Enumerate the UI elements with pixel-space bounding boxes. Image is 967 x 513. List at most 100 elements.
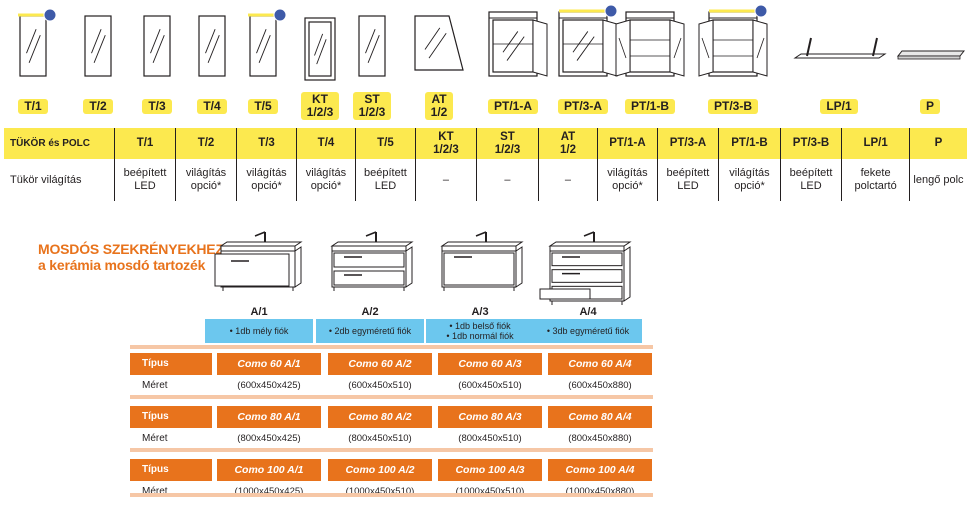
spec-size-cell: (1000x450x880) [565,486,635,497]
cabinet-description-line: • 1db belső fiók [449,321,511,331]
mirror-code-text: LP/1 [820,99,858,114]
cabinet-code: A/4 [579,306,597,318]
mirror-drawing [358,15,386,77]
mirror-drawing [198,15,226,77]
spec-model-cell: Como 100 A/2 [328,459,432,481]
mirror-code-text: ST 1/2/3 [352,92,392,120]
cabinet-description-line: • 1db mély fiók [229,326,289,336]
spec-size-cell: (1000x450x510) [455,486,525,497]
spec-type-label-bg [130,406,212,428]
mirror-code-label: T/1 [3,99,63,114]
spec-size-cell: (800x450x425) [237,433,301,444]
basin-section-title-line1: MOSDÓS SZEKRÉNYEKHEZ [38,241,224,257]
mirror-code-label: PT/3-B [696,99,770,114]
spec-model-cell: Como 100 A/3 [438,459,542,481]
mirror-table-cell: beépített LED [779,159,842,201]
spec-divider [130,395,653,399]
mirror-code-text: KT 1/2/3 [300,92,340,120]
mirror-code-label: PT/3-A [546,99,620,114]
mirror-table-col-header: T/4 [295,128,356,159]
spec-model-cell: Como 80 A/4 [548,406,652,428]
cabinet-description: • 2db egyméretű fiók [316,319,424,343]
spec-model-cell: Como 60 A/1 [217,353,321,375]
spec-size-row: Méret(1000x450x425)(1000x450x510)(1000x4… [130,481,653,503]
cabinet-description: • 3db egyméretű fiók [534,319,642,343]
mirror-item: KT 1/2/3 [290,0,350,122]
mirror-code-text: T/1 [18,99,48,114]
mirror-code-text: T/5 [248,99,278,114]
mirror-table-cell: fekete polctartó [841,159,910,201]
spec-model-cell: Como 80 A/1 [217,406,321,428]
mirror-drawing [488,11,548,77]
mirror-table-cell: beépített LED [656,159,719,201]
mirror-table-col-header: PT/1-A [597,128,658,159]
mirror-table-cell: – [476,159,539,201]
mirror-code-text: AT 1/2 [424,92,454,120]
mirror-table-cell: lengő polc [908,159,967,201]
mirror-code-label: PT/1-A [476,99,550,114]
mirror-code-label: T/2 [68,99,128,114]
mirror-item: PT/1-A [476,0,550,122]
mirror-table-col-header: PT/1-B [718,128,781,159]
mirror-table-cell: világítás opció* [295,159,356,201]
cabinet-drawing [539,231,632,305]
mirror-item: P [895,0,965,122]
spec-model-cell: Como 60 A/4 [548,353,652,375]
spec-model-cell: Como 60 A/3 [438,353,542,375]
mirror-drawing [143,15,171,77]
mirror-table-col-header: T/3 [236,128,297,159]
mirror-table-col-header: T/2 [174,128,237,159]
mirror-table-cell: világítás opció* [236,159,297,201]
mirror-table-cell: beépített LED [355,159,416,201]
mirror-code-label: ST 1/2/3 [342,92,402,120]
mirror-table-col-header: PT/3-B [779,128,842,159]
spec-size-cell: (600x450x510) [348,380,412,391]
cabinet-description-line: • 3db egyméretű fiók [546,326,630,336]
mirror-code-label: AT 1/2 [409,92,469,120]
mirror-code-text: PT/1-A [487,99,538,114]
mirror-table-cell: világítás opció* [597,159,658,201]
mirror-table-cell: – [414,159,477,201]
mirror-code-text: T/2 [83,99,113,114]
spec-size-cell: (1000x450x510) [345,486,415,497]
cabinet-code: A/3 [471,306,489,318]
mirror-table-col-header: KT 1/2/3 [414,128,477,159]
mirror-code-text: PT/3-A [557,99,608,114]
mirror-code-label: T/4 [182,99,242,114]
mirror-table-cell: beépített LED [114,159,176,201]
mirror-code-text: P [919,99,940,114]
spec-size-label: Méret [142,433,168,444]
mirror-table-col-header: T/5 [355,128,416,159]
spec-type-label: Típus [142,411,169,422]
mirror-drawing [248,8,287,77]
mirror-code-text: PT/1-B [624,99,675,114]
spec-size-cell: (1000x450x425) [234,486,304,497]
spec-model-cell: Como 100 A/4 [548,459,652,481]
cabinet-description: • 1db mély fiók [205,319,313,343]
mirror-drawing [615,11,685,77]
mirror-table-row-label: Tükör világítás [10,173,82,186]
mirror-item: ST 1/2/3 [342,0,402,122]
mirror-table-col-header: PT/3-A [656,128,719,159]
basin-section-title-line2: a kerámia mosdó tartozék [38,257,206,273]
spec-size-label: Méret [142,380,168,391]
cabinet-drawing [330,231,414,291]
cabinet-drawing [440,231,524,291]
mirror-table-cell: világítás opció* [718,159,781,201]
mirror-drawing [793,37,887,59]
spec-size-cell: (600x450x510) [458,380,522,391]
mirror-code-label: P [895,99,965,114]
mirror-drawing [558,4,618,77]
mirror-table-col-header: LP/1 [841,128,910,159]
cabinet-code: A/1 [250,306,268,318]
spec-model-cell: Como 100 A/1 [217,459,321,481]
mirror-code-label: LP/1 [789,99,889,114]
mirror-drawing [896,50,965,60]
